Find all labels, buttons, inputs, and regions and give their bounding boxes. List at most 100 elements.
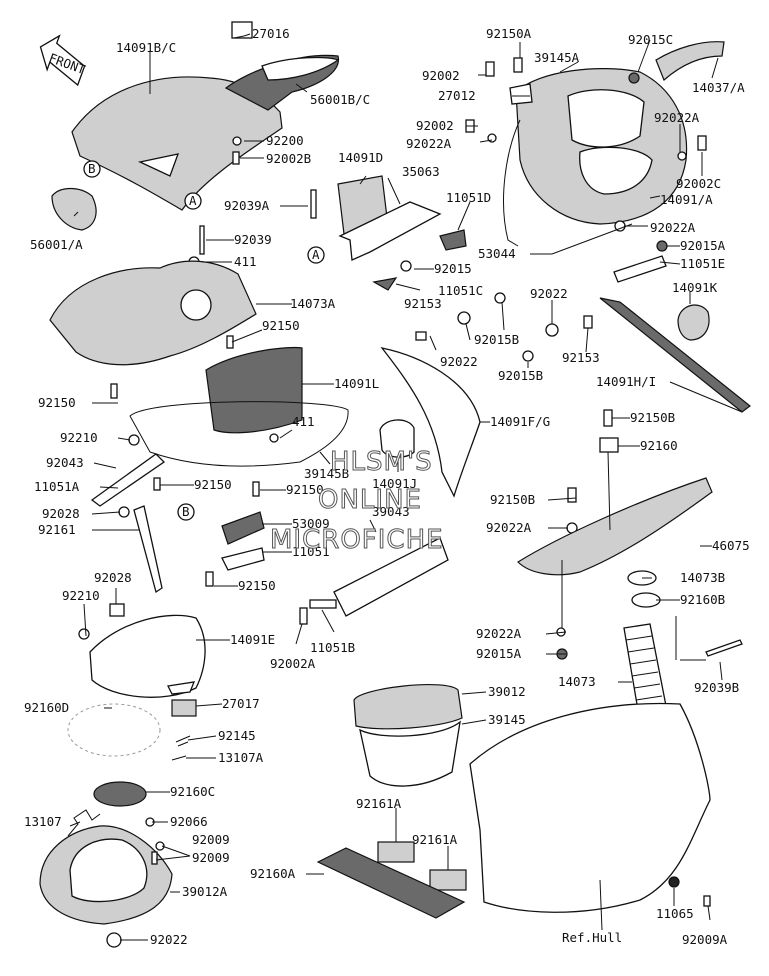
svg-text:B: B — [88, 161, 96, 176]
watermark: HLSM'S ONLINE MICROFICHE — [270, 447, 444, 556]
pad-a-part — [377, 841, 415, 863]
part-label: 14073 — [558, 674, 596, 689]
nut-part — [668, 876, 680, 888]
part-label: 13107A — [218, 750, 264, 765]
part-label: 92022 — [150, 932, 188, 947]
console-opening-part — [579, 146, 653, 195]
nut-part — [656, 240, 668, 252]
washer-part — [232, 136, 242, 146]
part-label: 92145 — [218, 728, 256, 743]
part-label: 14091K — [672, 280, 718, 295]
part-label: 39012A — [182, 884, 228, 899]
clip-part — [231, 21, 253, 39]
callout-b-2: B — [177, 503, 195, 521]
part-label: 27016 — [252, 26, 290, 41]
bolt-part — [583, 315, 593, 329]
cap-k-part — [677, 304, 710, 341]
part-label: 92150A — [486, 26, 532, 41]
side-strip-part — [599, 297, 751, 413]
part-label: 92022A — [650, 220, 696, 235]
part-label: 53044 — [478, 246, 516, 261]
watermark-line-2: ONLINE — [318, 485, 422, 515]
base-hub-part — [180, 289, 212, 321]
nut-part — [628, 72, 640, 84]
part-label: 92039A — [224, 198, 270, 213]
part-label: 39145 — [488, 712, 526, 727]
part-label: 92015C — [628, 32, 673, 47]
plate-part — [333, 537, 449, 617]
bracket-a-part — [90, 453, 166, 507]
part-label: 92022A — [486, 520, 532, 535]
bolt-part — [485, 61, 495, 77]
hose-ribs — [625, 635, 663, 701]
part-label: Ref.Hull — [562, 930, 622, 945]
part-label: 14091J — [372, 476, 417, 491]
screw-part — [151, 851, 158, 865]
part-label: 92022A — [654, 110, 700, 125]
bushing-part — [118, 506, 130, 518]
pad-a-part-2 — [429, 869, 467, 891]
part-label: 92015 — [434, 261, 472, 276]
part-label: 92015B — [498, 368, 543, 383]
part-label: 27017 — [222, 696, 260, 711]
watermark-line-3: MICROFICHE — [270, 525, 444, 555]
gas-spring-part — [133, 505, 163, 594]
part-label: 92009A — [682, 932, 728, 947]
washer-part — [106, 932, 122, 948]
part-label: 39145B — [304, 466, 349, 481]
bolt-part — [603, 409, 613, 427]
hull-part — [469, 702, 711, 913]
bolt-part — [567, 487, 577, 503]
part-label: 92002A — [270, 656, 316, 671]
part-label: 39043 — [372, 504, 410, 519]
part-label: 92150 — [286, 482, 324, 497]
clip-part — [509, 83, 533, 105]
part-label: 14091F/G — [490, 414, 550, 429]
part-label: 92160A — [250, 866, 296, 881]
bolt-part — [110, 383, 118, 399]
bolt-part — [299, 607, 308, 625]
part-label: 92015A — [680, 238, 726, 253]
part-label: 92015B — [474, 332, 519, 347]
bolt-part — [252, 481, 260, 497]
cover-decal — [137, 153, 180, 177]
part-label: 92210 — [62, 588, 100, 603]
bolt-part — [697, 135, 707, 151]
rod-part — [551, 223, 633, 255]
part-label: 92160B — [680, 592, 725, 607]
bracket-d-part — [439, 229, 467, 251]
side-cover-part — [380, 346, 481, 498]
part-label: 14091L — [334, 376, 379, 391]
bracket-part — [338, 201, 442, 261]
console-window-part — [567, 89, 645, 148]
bolt-part — [513, 57, 523, 73]
bolt-part — [205, 571, 214, 587]
part-label: 11065 — [656, 906, 694, 921]
part-label: 92039 — [234, 232, 272, 247]
storage-bowl-inner — [69, 838, 148, 903]
part-label: 92028 — [42, 506, 80, 521]
part-label: 14073A — [290, 296, 336, 311]
callout-b: B — [83, 160, 101, 178]
spacer-part — [599, 437, 619, 453]
part-label: 92161A — [412, 832, 458, 847]
clip-part — [171, 699, 197, 717]
part-label: 92066 — [170, 814, 208, 829]
nut-part — [494, 292, 506, 304]
part-label: 411 — [292, 414, 315, 429]
part-label: 14037/A — [692, 80, 745, 95]
washer-part — [78, 628, 90, 640]
pin-b-part — [705, 639, 743, 657]
part-label: 92160D — [24, 700, 69, 715]
part-label: 56001B/C — [310, 92, 370, 107]
part-label: 92028 — [94, 570, 132, 585]
front-arrow-icon: FRONT — [39, 34, 88, 87]
pin-part — [171, 755, 187, 761]
svg-text:A: A — [312, 247, 320, 262]
gasket-c-part — [93, 781, 147, 807]
trim-part — [655, 41, 725, 82]
leader-lines — [69, 33, 743, 941]
bolt-part — [415, 331, 427, 341]
seal-cord-part — [503, 119, 521, 247]
